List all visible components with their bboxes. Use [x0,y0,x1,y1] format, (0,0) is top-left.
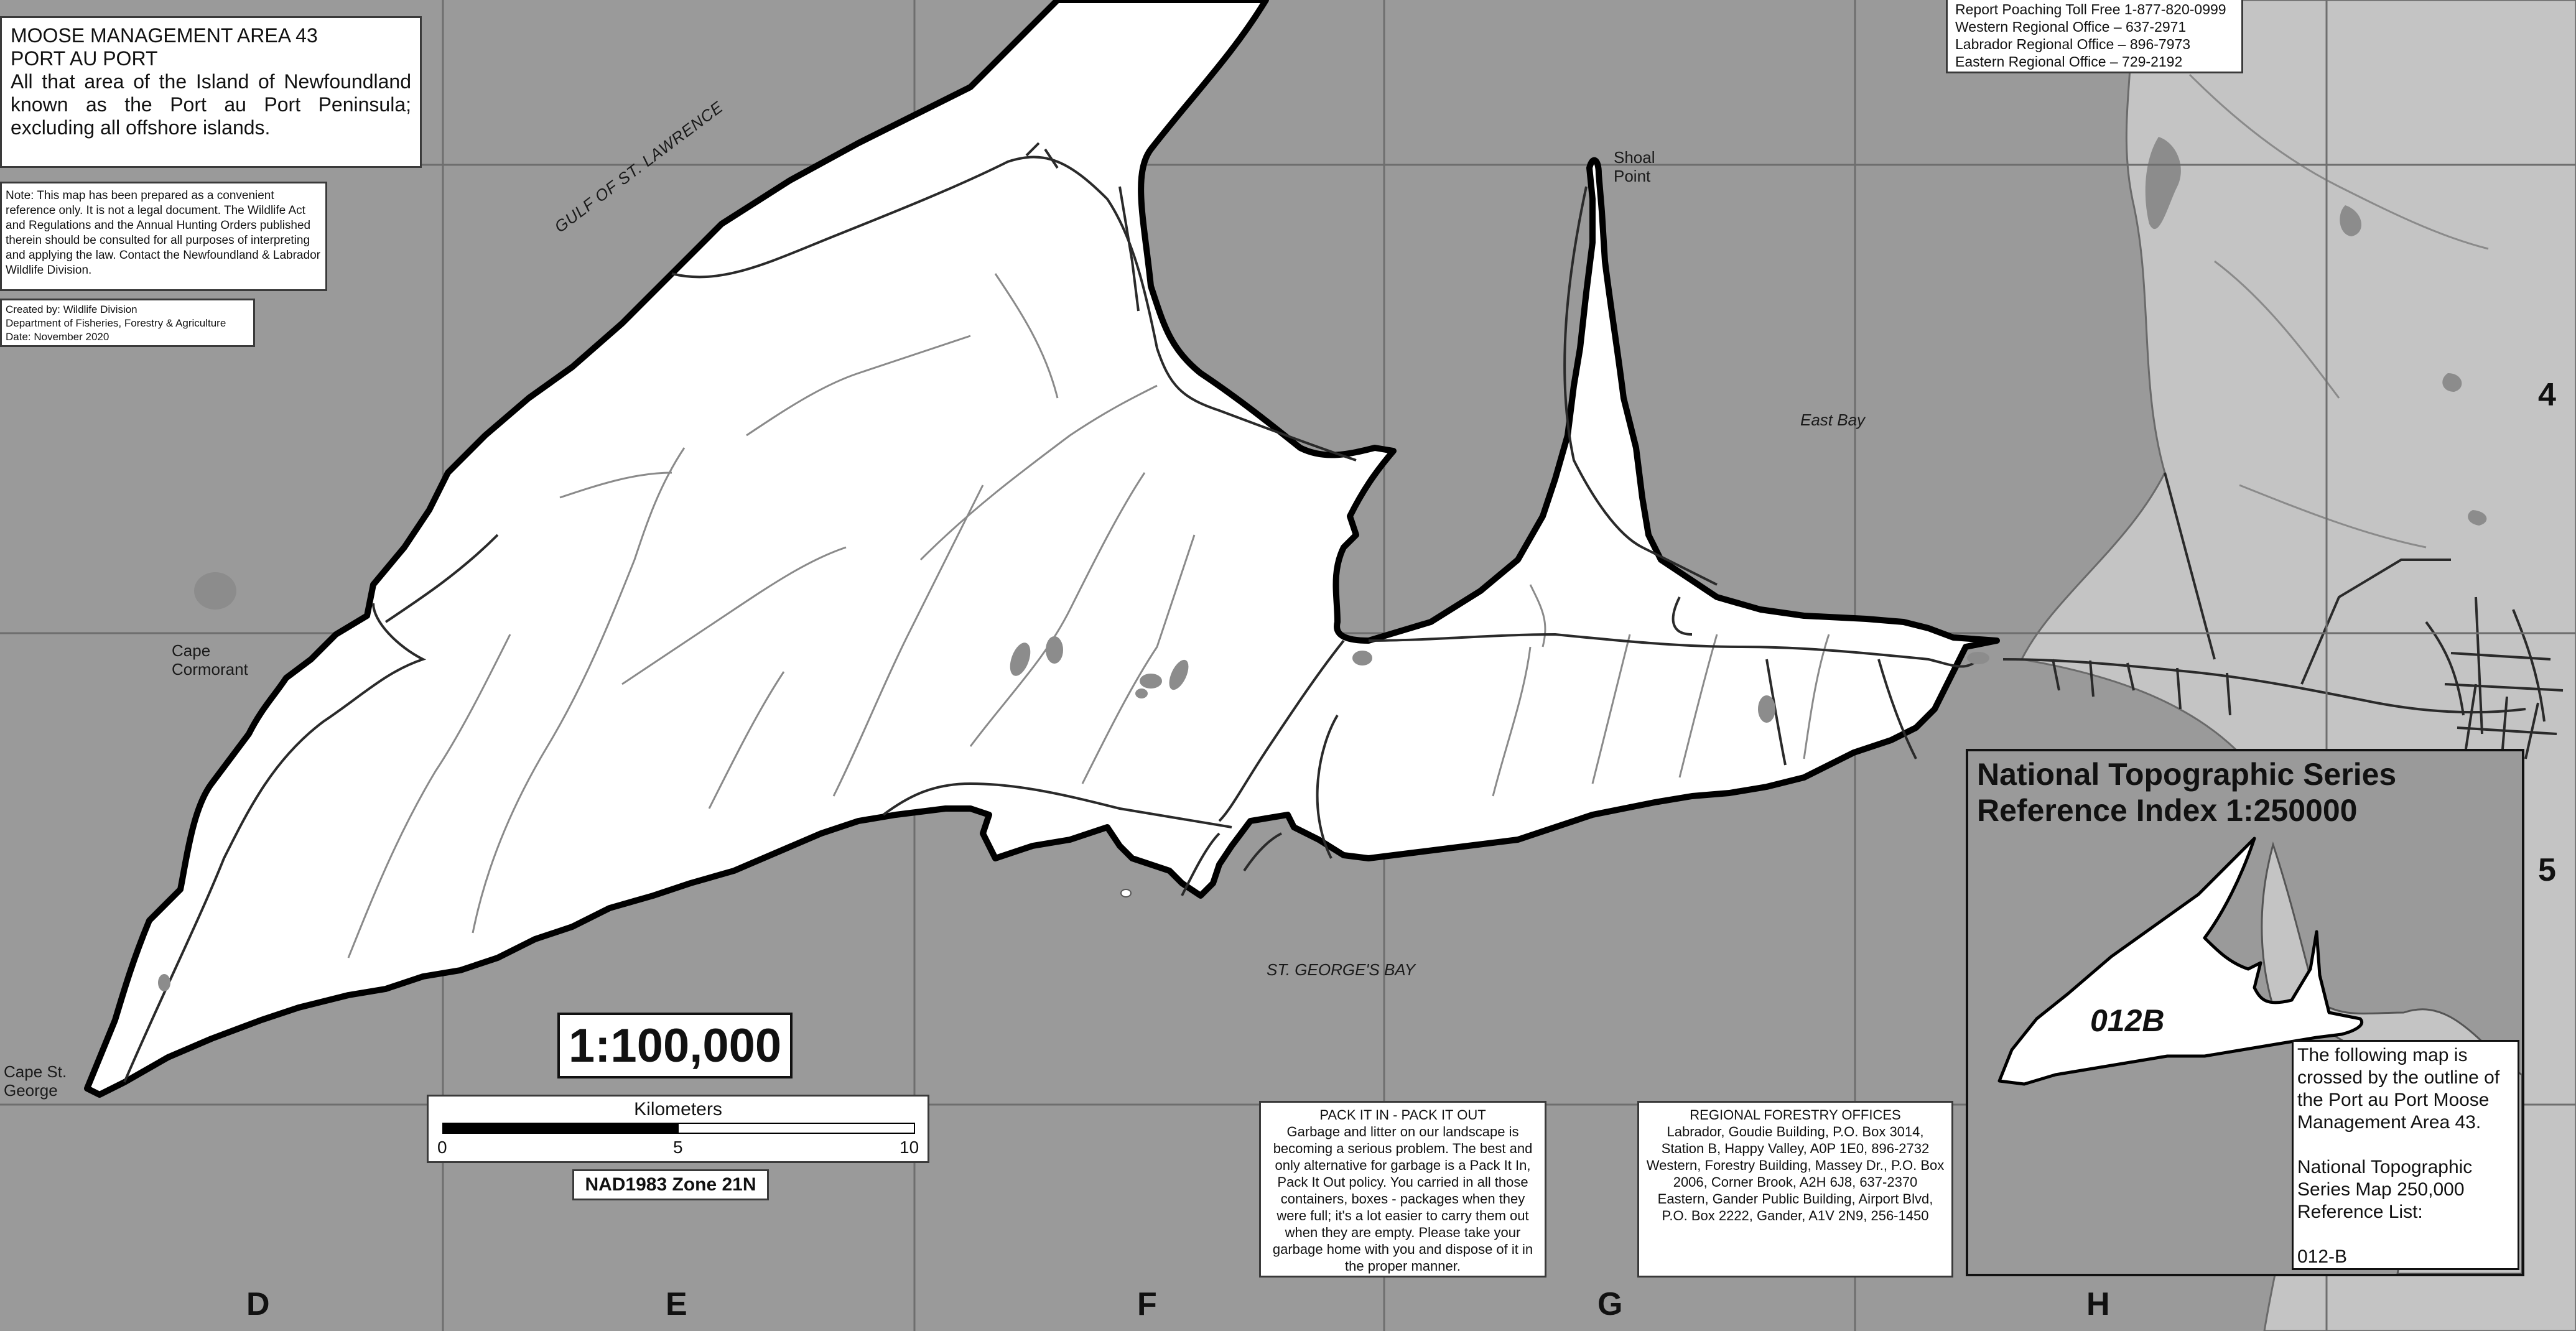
islet [1120,889,1132,897]
projection-text: NAD1983 Zone 21N [585,1174,756,1195]
title-block: MOOSE MANAGEMENT AREA 43 PORT AU PORT Al… [0,16,422,168]
scale-bar-graphic [442,1123,915,1134]
projection-label: NAD1983 Zone 21N [572,1169,769,1200]
nts-info-spacer [2297,1134,2514,1156]
poaching-toll-free: Report Poaching Toll Free 1-877-820-0999 [1955,1,2226,17]
ponds [158,572,1989,991]
nts-info-sheet: 012-B [2297,1246,2348,1267]
label-cape-st-george-line1: Cape St. [4,1062,67,1081]
grid-row-5: 5 [2538,852,2556,888]
scale-tick-5: 5 [673,1138,683,1157]
title-description: All that area of the Island of Newfoundl… [11,70,411,139]
poaching-contacts: Report Poaching Toll Free 1-877-820-0999… [1946,0,2243,73]
nts-reference-index: National Topographic Series Reference In… [1966,749,2524,1276]
eastern-office: Eastern Regional Office – 729-2192 [1955,53,2183,70]
pack-it-in-heading: PACK IT IN - PACK IT OUT [1319,1107,1486,1123]
grid-row-4: 4 [2538,377,2556,413]
lake [2145,137,2181,230]
legal-note-text: Note: This map has been prepared as a co… [6,189,320,277]
forestry-labrador: Labrador, Goudie Building, P.O. Box 3014… [1661,1124,1930,1156]
nts-peninsula [1997,837,2363,1086]
nts-info-spacer2 [2297,1223,2514,1246]
grid-column-g: G [1597,1286,1622,1322]
nts-info-box: The following map is crossed by the outl… [2292,1040,2519,1270]
grid-column-e: E [666,1286,687,1322]
scale-ratio: 1:100,000 [557,1013,793,1078]
forestry-heading: REGIONAL FORESTRY OFFICES [1690,1107,1901,1123]
lake [2442,373,2462,392]
forestry-offices: REGIONAL FORESTRY OFFICES Labrador, Goud… [1637,1101,1953,1278]
label-st-georges-bay: ST. GEORGE'S BAY [1267,960,1416,979]
streams [347,273,1830,958]
scale-ratio-text: 1:100,000 [568,1019,782,1072]
nts-info-reference-list: National Topographic Series Map 250,000 … [2297,1157,2473,1222]
western-office: Western Regional Office – 637-2971 [1955,19,2187,35]
lake [2340,205,2362,236]
label-shoal-point-line2: Point [1614,167,1651,185]
grid-column-f: F [1137,1286,1157,1322]
nts-title-line1: National Topographic Series [1977,757,2397,792]
scale-units: Kilometers [634,1099,722,1120]
map-date: Date: November 2020 [6,331,109,343]
pack-it-in-notice: PACK IT IN - PACK IT OUT Garbage and lit… [1259,1101,1546,1278]
scale-bar: Kilometers 0 5 10 [427,1095,929,1163]
label-shoal-point-line1: Shoal [1614,148,1655,167]
pack-it-in-body: Garbage and litter on our landscape is b… [1272,1124,1533,1274]
department: Department of Fisheries, Forestry & Agri… [6,317,226,329]
nts-title-line2: Reference Index 1:250000 [1977,793,2358,828]
nts-sheet-label: 012B [2090,1003,2165,1038]
label-cape-st-george-line2: George [4,1081,58,1100]
roads [123,142,1979,1083]
nts-info-crossed: The following map is crossed by the outl… [2297,1045,2500,1133]
title-area-number: MOOSE MANAGEMENT AREA 43 [11,24,318,47]
credits-block: Created by: Wildlife Division Department… [0,299,255,347]
forestry-western: Western, Forestry Building, Massey Dr., … [1646,1157,1945,1190]
mainland-roads [2002,472,2564,772]
scale-tick-10: 10 [900,1138,919,1157]
label-cape-cormorant-line2: Cormorant [172,660,249,679]
labrador-office: Labrador Regional Office – 896-7973 [1955,36,2191,52]
management-area-boundary [84,0,2000,1098]
label-east-bay: East Bay [1800,410,1866,429]
title-area-name: PORT AU PORT [11,47,158,70]
scale-tick-0: 0 [437,1138,447,1157]
grid-column-d: D [246,1286,270,1322]
legal-note: Note: This map has been prepared as a co… [0,182,327,291]
grid-column-h: H [2086,1286,2110,1322]
forestry-eastern: Eastern, Gander Public Building, Airport… [1657,1191,1933,1223]
created-by: Created by: Wildlife Division [6,304,137,315]
lake [2468,510,2487,526]
label-cape-cormorant-line1: Cape [172,641,210,660]
scale-bar-black-segment [444,1124,679,1133]
